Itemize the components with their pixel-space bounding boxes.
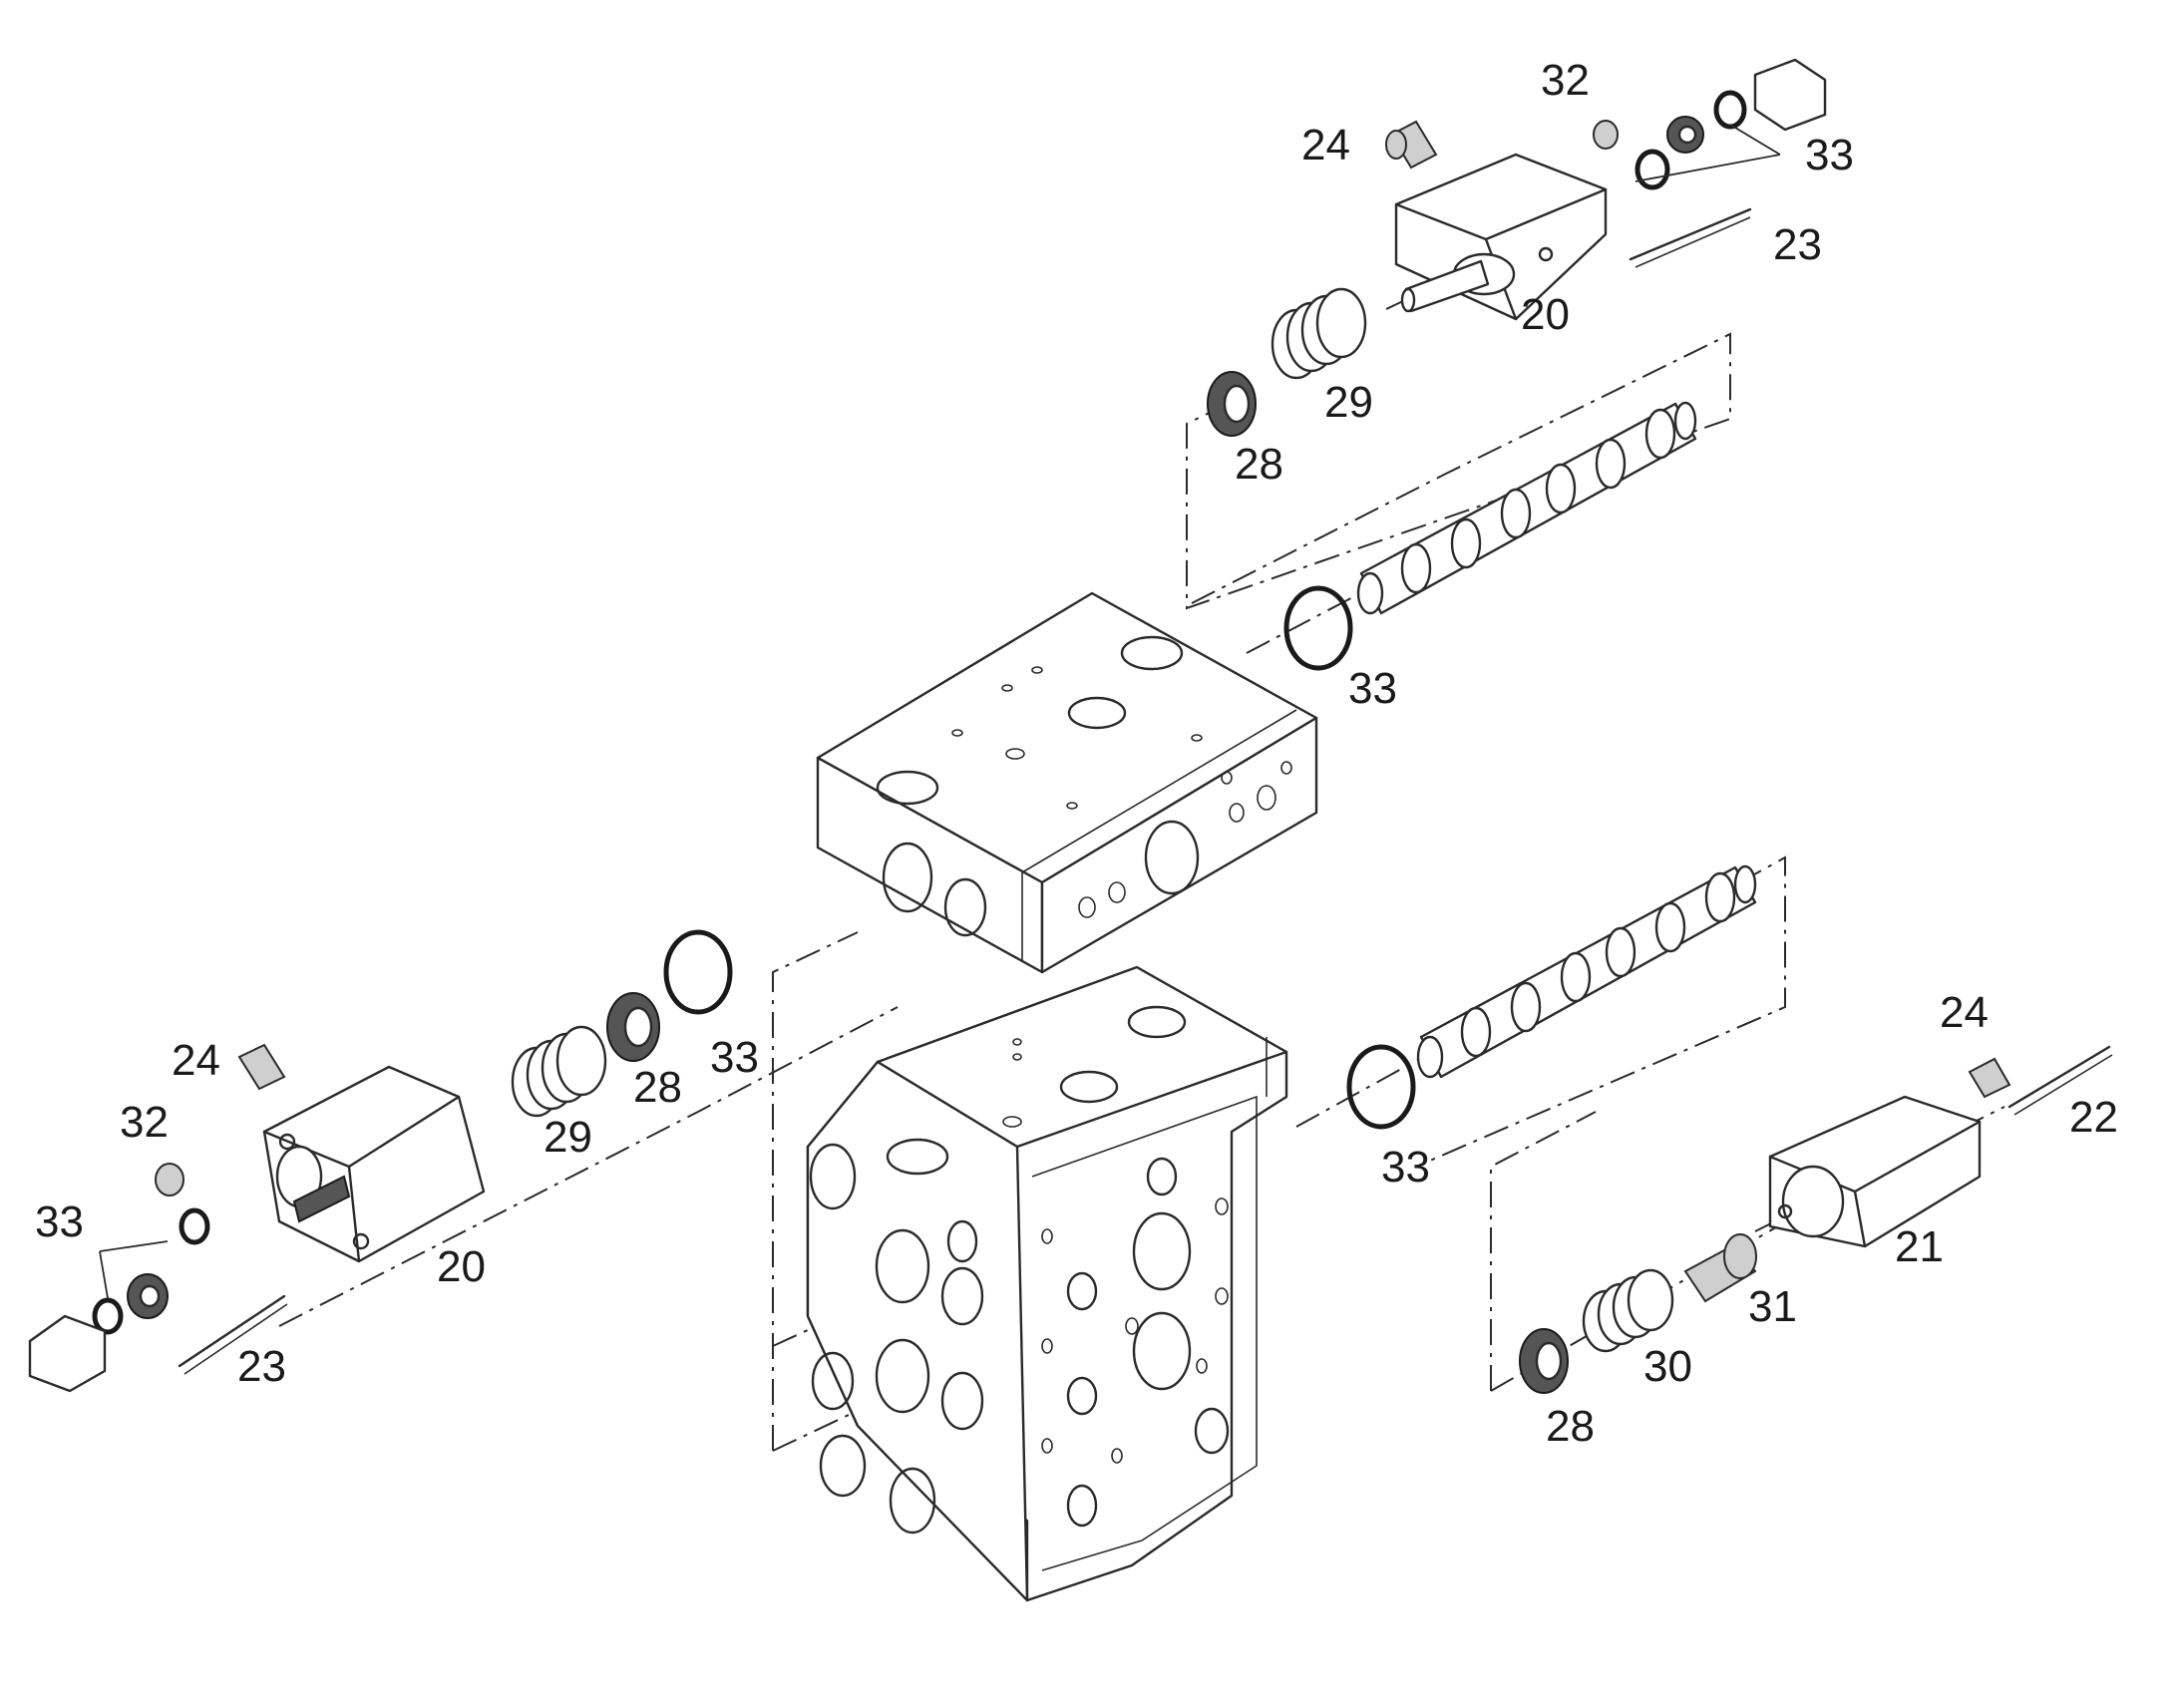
callout-label: 29 (1324, 378, 1373, 427)
callout-label: 30 (1643, 1342, 1692, 1391)
callout-label: 32 (120, 1098, 169, 1147)
callout-label: 33 (35, 1197, 84, 1246)
callout-label: 31 (1748, 1282, 1797, 1331)
callout-label: 33 (1805, 131, 1854, 179)
callout-label: 33 (710, 1033, 759, 1082)
upper-spring-and-washer (1207, 287, 1367, 437)
upper-valve-section (816, 591, 1318, 974)
callout-label: 24 (1940, 988, 1989, 1037)
upper-spool (1356, 401, 1697, 615)
lower-valve-body (806, 965, 1288, 1602)
upper-end-cap (1385, 58, 1827, 321)
lower-right-cap (1519, 1045, 2113, 1394)
callout-label: 28 (1235, 440, 1283, 489)
callout-label: 33 (1348, 664, 1397, 713)
callout-label: 29 (544, 1113, 592, 1162)
left-end-cap (28, 1043, 486, 1393)
callout-label: 28 (633, 1063, 682, 1112)
left-spring-and-washer (511, 992, 660, 1118)
callout-label: 23 (1773, 220, 1822, 269)
o-rings (92, 90, 1747, 1335)
callout-label: 21 (1895, 1222, 1944, 1271)
callout-label: 28 (1546, 1402, 1595, 1451)
callouts: 32 24 33 23 20 29 28 33 24 32 33 29 28 3… (35, 56, 2118, 1451)
callout-label: 20 (1521, 290, 1570, 339)
leader-lines (99, 124, 1781, 1299)
callout-label: 24 (1301, 121, 1350, 170)
callout-label: 20 (437, 1242, 486, 1291)
callout-label: 22 (2069, 1093, 2118, 1142)
callout-label: 33 (1381, 1143, 1430, 1192)
callout-label: 23 (237, 1342, 286, 1391)
callout-label: 32 (1541, 56, 1590, 105)
lower-spool (1416, 864, 1757, 1079)
callout-label: 24 (172, 1036, 220, 1085)
